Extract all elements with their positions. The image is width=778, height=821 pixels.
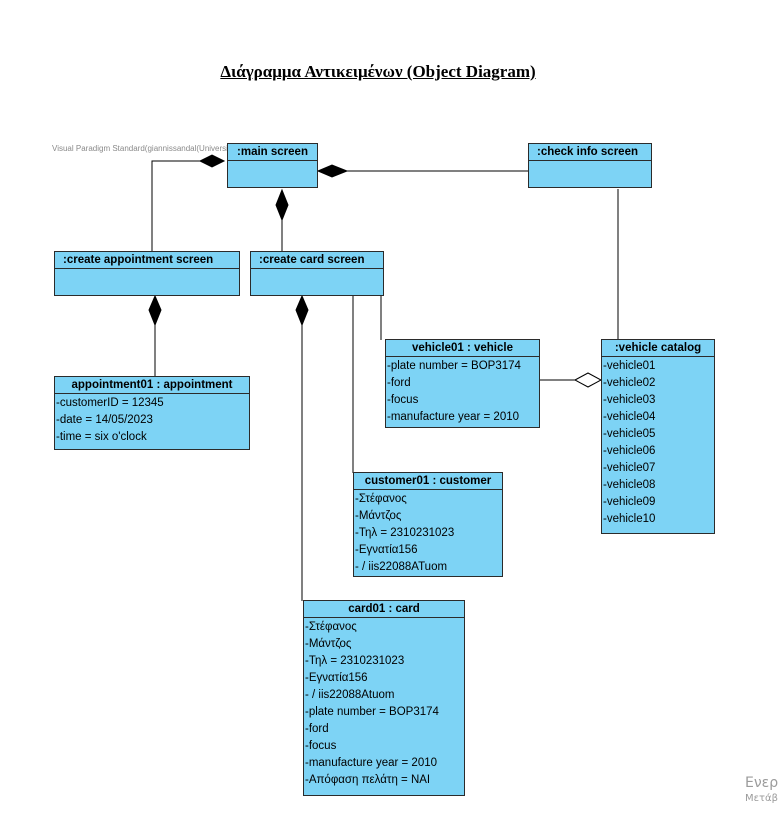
object-attribute: -ford — [305, 723, 329, 735]
object-attribute: -Τηλ = 2310231023 — [305, 655, 405, 667]
object-attribute: -ford — [387, 377, 411, 389]
object-attribute: -focus — [305, 740, 337, 752]
object-attribute: -vehicle09 — [603, 496, 656, 508]
object-name: card01 : card — [304, 601, 464, 618]
aggregation-diamond-icon — [573, 372, 603, 388]
object-attribute: -customerID = 12345 — [56, 397, 164, 409]
object-card01: card01 : card -Στέφανος -Μάντζος -Τηλ = … — [303, 600, 465, 796]
object-name: :vehicle catalog — [602, 340, 714, 357]
object-attribute: -vehicle05 — [603, 428, 656, 440]
object-attribute: -vehicle03 — [603, 394, 656, 406]
object-attribute: -Μάντζος — [305, 638, 352, 650]
object-attribute: -vehicle04 — [603, 411, 656, 423]
object-attribute: -focus — [387, 394, 419, 406]
object-attribute: -vehicle06 — [603, 445, 656, 457]
object-attribute: -Εγνατία156 — [305, 672, 368, 684]
composition-diamond-icon — [295, 294, 309, 327]
object-main-screen: :main screen — [227, 143, 318, 188]
object-name: customer01 : customer — [354, 473, 502, 490]
object-attribute: -Απόφαση πελάτη = ΝΑΙ — [305, 774, 431, 786]
object-name: :create appointment screen — [55, 252, 239, 269]
object-attribute: -manufacture year = 2010 — [305, 757, 438, 769]
object-attribute: -Στέφανος — [355, 493, 407, 505]
object-name: :check info screen — [529, 144, 651, 161]
object-customer01: customer01 : customer -Στέφανος -Μάντζος… — [353, 472, 503, 577]
activation-line-1: Ενεργ — [745, 775, 778, 791]
object-attribute: -plate number = BOP3174 — [305, 706, 439, 718]
object-attribute: -Στέφανος — [305, 621, 357, 633]
object-attribute: - / iis22088Atuom — [305, 689, 395, 701]
object-attribute: - / iis22088ATuom — [355, 561, 448, 573]
object-attribute: -Τηλ = 2310231023 — [355, 527, 455, 539]
link-main-to-appointment-screen — [151, 160, 224, 251]
object-create-card-screen: :create card screen — [250, 251, 384, 296]
object-attribute: -Εγνατία156 — [355, 544, 418, 556]
object-attribute: -plate number = BOP3174 — [387, 360, 521, 372]
object-vehicle-catalog: :vehicle catalog -vehicle01 -vehicle02 -… — [601, 339, 715, 534]
object-attribute: -vehicle02 — [603, 377, 656, 389]
object-attribute: -Μάντζος — [355, 510, 402, 522]
object-attribute: -vehicle08 — [603, 479, 656, 491]
object-name: :main screen — [228, 144, 317, 161]
diagram-title: Διάγραμμα Αντικειμένων (Object Diagram) — [220, 62, 536, 81]
object-attribute: -manufacture year = 2010 — [387, 411, 520, 423]
object-attribute: -date = 14/05/2023 — [56, 414, 153, 426]
composition-diamond-icon — [198, 154, 226, 168]
object-name: vehicle01 : vehicle — [386, 340, 539, 357]
composition-diamond-icon — [275, 188, 289, 222]
object-check-info-screen: :check info screen — [528, 143, 652, 188]
activation-line-2: Μετάβ — [745, 793, 778, 804]
object-appointment01: appointment01 : appointment -customerID … — [54, 376, 250, 450]
composition-diamond-icon — [316, 164, 349, 178]
object-attribute: -vehicle10 — [603, 513, 656, 525]
composition-diamond-icon — [148, 294, 162, 327]
tool-watermark: Visual Paradigm Standard(giannissandal(U… — [52, 144, 290, 153]
os-activation-overlay: Ενεργ Μετάβ — [745, 774, 778, 806]
object-vehicle01: vehicle01 : vehicle -plate number = BOP3… — [385, 339, 540, 428]
object-create-appointment-screen: :create appointment screen — [54, 251, 240, 296]
object-attribute: -vehicle07 — [603, 462, 656, 474]
object-attribute: -time = six o'clock — [56, 431, 147, 443]
object-name: appointment01 : appointment — [55, 377, 249, 394]
object-attribute: -vehicle01 — [603, 360, 656, 372]
object-name: :create card screen — [251, 252, 383, 269]
